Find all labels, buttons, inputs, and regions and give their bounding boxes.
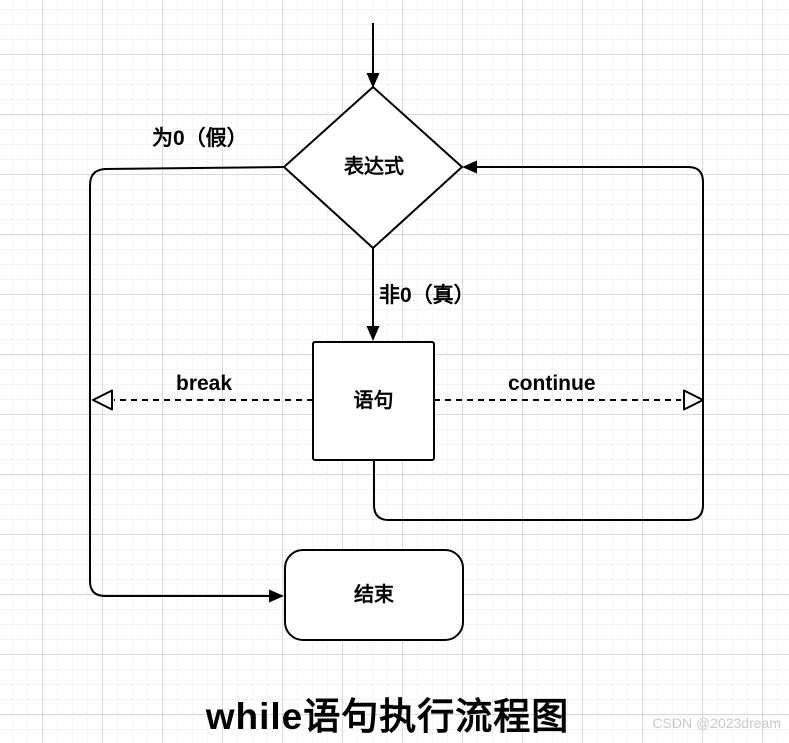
- break-edge-label: break: [176, 372, 233, 395]
- statement-rect-shape: [312, 341, 435, 461]
- entry-arrowhead-icon: [366, 73, 380, 88]
- decision-node-label: 表达式: [344, 156, 404, 178]
- continue-open-arrowhead-icon: [683, 389, 704, 411]
- decision-diamond-shape: [283, 86, 463, 249]
- false-branch-label: 为0（假）: [152, 127, 248, 150]
- diagram-title: while语句执行流程图: [205, 696, 570, 737]
- statement-node-label: 语句: [353, 390, 394, 412]
- loop-back-line: [373, 166, 704, 521]
- end-rounded-rect-shape: [284, 549, 464, 641]
- break-open-arrowhead-icon: [92, 389, 113, 411]
- watermark-text: CSDN @2023dream: [652, 715, 781, 731]
- true-branch-arrowhead-icon: [366, 326, 380, 341]
- loop-back-arrowhead-icon: [462, 160, 477, 174]
- continue-edge-label: continue: [508, 372, 596, 395]
- false-branch-arrowhead-icon: [269, 589, 284, 603]
- end-node-label: 结束: [354, 584, 394, 606]
- false-branch-line: [89, 166, 285, 597]
- true-branch-label: 非0（真）: [379, 284, 475, 307]
